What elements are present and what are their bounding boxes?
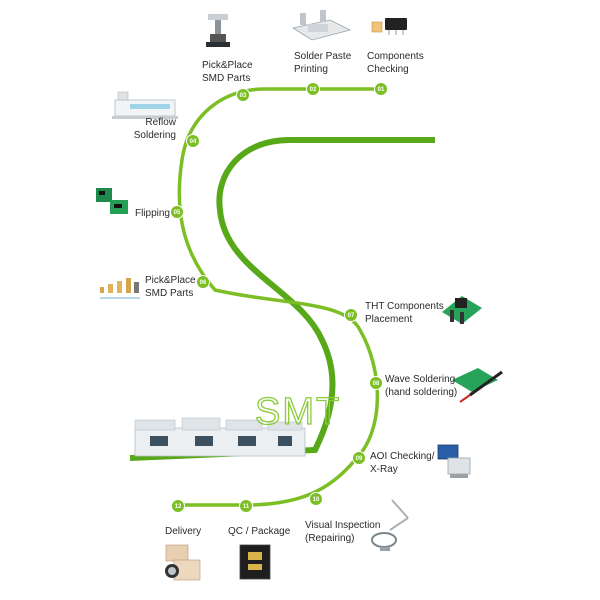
step-06-badge [196,275,210,289]
step-04-label: Reflow Soldering [133,117,176,141]
chip-package-icon [239,544,271,580]
components-icon [371,18,407,35]
magnifier-lamp-icon [371,499,409,551]
step-03-number: 03 [240,93,247,99]
step-07-number: 07 [348,313,355,319]
step-01-number: 01 [378,87,385,93]
step-08-number: 08 [373,381,380,387]
step-05-number: 05 [174,210,181,216]
step-06-label: Pick&Place SMD Parts [145,275,196,299]
step-02-badge [306,82,320,96]
step-10-label: Visual Inspection (Repairing) [305,520,381,544]
step-04-number: 04 [190,139,197,145]
smt-logo-text: SMT [255,391,341,433]
step-01-badge [374,82,388,96]
pcb-flip-icon [96,188,128,214]
step-12-number: 12 [175,504,182,510]
step-02-number: 02 [310,87,317,93]
step-03-badge [236,88,250,102]
step-01-label: Components Checking [367,51,424,75]
step-09-number: 09 [356,456,363,462]
step-05-badge [170,205,184,219]
step-12-label: Delivery [165,526,202,537]
step-11-badge [239,499,253,513]
outer-s-track [176,87,384,507]
step-08-label: Wave Soldering (hand soldering) [385,374,458,398]
soldering-iron-icon [452,368,503,403]
step-05-label: Flipping [134,208,170,219]
stencil-printer-icon [291,10,352,41]
step-10-number: 10 [313,497,320,503]
step-04-badge [186,134,200,148]
inner-s-track [129,137,435,461]
step-10-badge [309,492,323,506]
step-12-badge [171,499,185,513]
step-06-number: 06 [200,280,207,286]
aoi-machine-icon [437,444,471,478]
step-07-label: THT Components Placement [365,301,444,325]
step-08-badge [369,376,383,390]
step-11-label: QC / Package [228,526,291,537]
step-09-label: AOI Checking/ X-Ray [370,451,435,475]
step-07-badge [344,308,358,322]
step-09-badge [352,451,366,465]
reflow-oven-icon [112,91,178,119]
smd-parts-icon [100,278,140,299]
pick-place-head-icon [206,14,230,47]
delivery-boxes-icon [165,544,201,581]
step-11-number: 11 [243,504,250,510]
step-03-label: Pick&Place SMD Parts [202,60,253,84]
step-02-label: Solder Paste Printing [294,51,352,75]
tht-components-icon [442,296,482,324]
smt-production-line-icon [134,417,306,457]
